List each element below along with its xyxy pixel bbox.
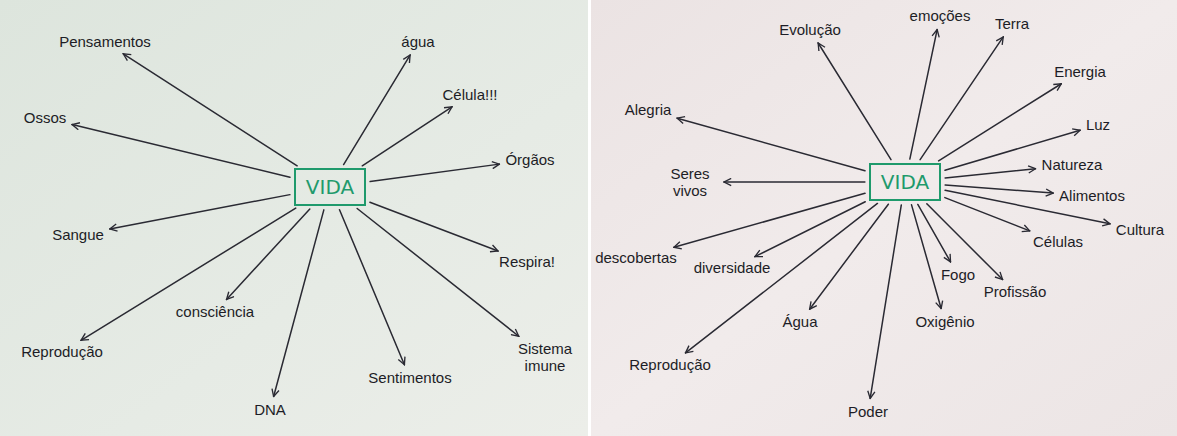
arrow-connector xyxy=(674,193,865,247)
node-text: Terra xyxy=(995,15,1029,32)
arrow-connector xyxy=(945,169,1035,178)
mind-map-word: água xyxy=(399,32,436,51)
mind-map-word: Poder xyxy=(846,402,890,421)
central-box: VIDA xyxy=(294,168,366,206)
arrow-connector xyxy=(755,202,865,257)
mind-map-word: Reprodução xyxy=(19,342,105,361)
mind-map-word: Fogo xyxy=(939,265,977,284)
arrow-connector xyxy=(724,181,865,183)
arrow-connector xyxy=(912,205,942,309)
mind-map-word: Energia xyxy=(1052,62,1108,81)
node-text: Água xyxy=(782,313,817,330)
left-board xyxy=(0,0,588,436)
right-board xyxy=(591,0,1177,436)
node-text: Poder xyxy=(848,403,888,420)
node-text: DNA xyxy=(254,401,286,418)
node-text: água xyxy=(401,33,434,50)
node-text: Cultura xyxy=(1116,221,1164,238)
mind-map-word: Reprodução xyxy=(627,355,713,374)
arrow-connector xyxy=(227,209,310,299)
node-text: Alegria xyxy=(625,101,672,118)
mind-map-word: Natureza xyxy=(1040,155,1105,174)
node-text: VIDA xyxy=(306,176,354,198)
mind-map-word: Sistema imune xyxy=(508,339,583,376)
mind-map-word: Alegria xyxy=(623,100,674,119)
node-text: Ossos xyxy=(24,109,67,126)
arrow-connector xyxy=(123,54,297,166)
node-text: Sentimentos xyxy=(368,369,451,386)
mind-map-word: DNA xyxy=(252,400,288,419)
node-text: Luz xyxy=(1086,116,1110,133)
arrow-connector xyxy=(110,195,290,229)
mind-map-word: Terra xyxy=(993,14,1031,33)
mind-map-word: Órgãos xyxy=(503,150,556,169)
arrow-connector xyxy=(81,208,296,340)
arrow-connector xyxy=(939,84,1062,161)
mind-map-word: diversidade xyxy=(692,258,773,277)
node-text: Reprodução xyxy=(21,343,103,360)
node-text: Evolução xyxy=(779,21,841,38)
mind-map-word: Luz xyxy=(1084,115,1112,134)
arrow-connector xyxy=(357,208,519,336)
node-text: Sangue xyxy=(52,226,104,243)
arrow-connector xyxy=(370,202,498,251)
node-text: emoções xyxy=(910,7,971,24)
node-text: VIDA xyxy=(881,171,929,193)
mind-map-word: consciência xyxy=(174,302,256,321)
mind-map-word: Sangue xyxy=(50,225,106,244)
arrow-connector xyxy=(340,210,405,365)
node-text: Célula!!! xyxy=(442,86,497,103)
arrow-connector xyxy=(370,164,499,181)
arrow-connector xyxy=(870,205,901,398)
mind-map-word: Célula!!! xyxy=(440,85,499,104)
arrow-connector xyxy=(362,107,452,166)
node-text: Sistema imune xyxy=(510,340,581,375)
arrow-connector xyxy=(945,198,1030,231)
node-text: Reprodução xyxy=(629,356,711,373)
mind-map-word: Evolução xyxy=(777,20,843,39)
node-text: Respira! xyxy=(499,253,555,270)
mind-map-word: Células xyxy=(1031,232,1085,251)
node-text: Profissão xyxy=(984,283,1047,300)
node-text: Pensamentos xyxy=(59,33,151,50)
node-text: Oxigênio xyxy=(915,313,974,330)
mind-map-word: Água xyxy=(780,312,819,331)
mind-map-word: Sentimentos xyxy=(366,368,453,387)
arrow-connector xyxy=(677,118,865,171)
arrow-connector xyxy=(344,55,410,165)
arrow-connector xyxy=(72,125,290,178)
arrow-connector xyxy=(945,185,1053,193)
arrow-connector xyxy=(918,204,951,261)
node-text: descobertas xyxy=(595,249,677,266)
node-text: consciência xyxy=(176,303,254,320)
mind-map-word: emoções xyxy=(908,6,973,25)
mind-map-word: descobertas xyxy=(593,248,679,267)
node-text: Fogo xyxy=(941,266,975,283)
node-text: Alimentos xyxy=(1059,187,1125,204)
arrow-connector xyxy=(686,203,878,352)
arrow-connector xyxy=(274,210,324,397)
mind-map-word: Alimentos xyxy=(1057,186,1127,205)
mind-map-word: Cultura xyxy=(1114,220,1166,239)
arrow-connector xyxy=(810,204,889,309)
mind-map-word: Respira! xyxy=(497,252,557,271)
mind-map-word: Seres vivos xyxy=(660,164,720,201)
central-box: VIDA xyxy=(869,163,941,201)
node-text: Natureza xyxy=(1042,156,1103,173)
mind-map-word: Pensamentos xyxy=(57,32,153,51)
node-text: Células xyxy=(1033,233,1083,250)
arrow-connector xyxy=(818,43,891,160)
arrow-connector xyxy=(920,37,1003,160)
node-text: Seres vivos xyxy=(662,165,718,200)
node-text: diversidade xyxy=(694,259,771,276)
node-text: Órgãos xyxy=(505,151,554,168)
mind-map-word: Oxigênio xyxy=(913,312,976,331)
mind-map-word: Profissão xyxy=(982,282,1049,301)
node-text: Energia xyxy=(1054,63,1106,80)
mind-map-word: Ossos xyxy=(22,108,69,127)
